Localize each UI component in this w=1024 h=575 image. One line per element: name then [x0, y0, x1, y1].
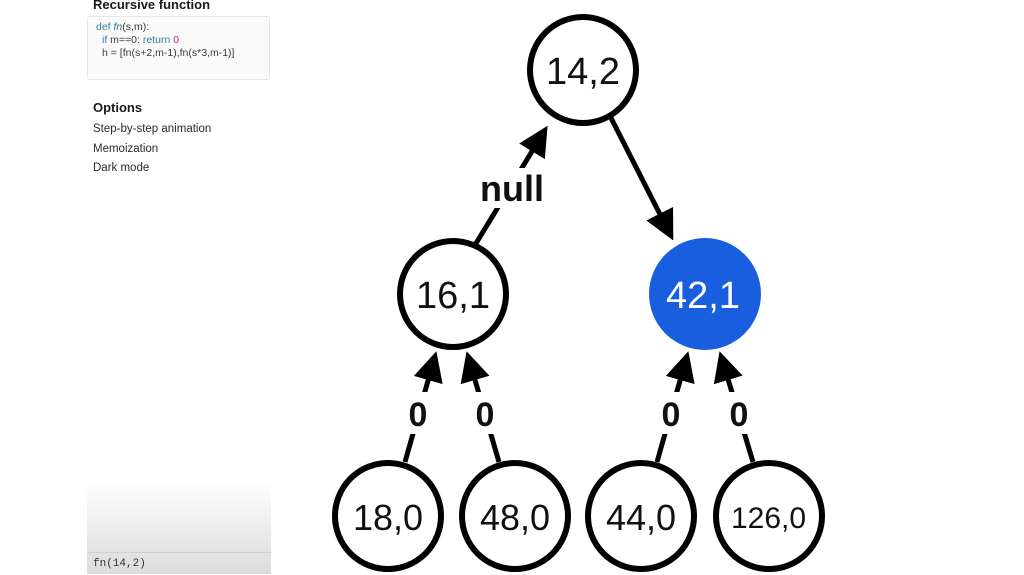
code-line-3: h = [fn(s+2,m-1),fn(s*3,m-1)]: [102, 47, 235, 59]
node-leaf-2[interactable]: [459, 460, 571, 572]
edge-label-leaf4: 0: [730, 396, 749, 434]
edge-label-null: null: [480, 168, 544, 209]
edge-label-leaf1: 0: [409, 396, 428, 434]
node-leaf-1[interactable]: [332, 460, 444, 572]
edge-label-leaf2: 0: [476, 396, 495, 434]
node-right-highlighted[interactable]: [649, 238, 761, 350]
node-root-label: 14,2: [546, 51, 620, 93]
sidebar-fade: [87, 480, 271, 574]
edge-root-to-right: [604, 108, 674, 241]
edge-label-bg: [472, 392, 498, 434]
node-leaf-1-label: 18,0: [353, 497, 423, 538]
edge-label-bg: [726, 392, 752, 434]
option-step-animation[interactable]: Step-by-step animation: [93, 123, 212, 135]
tree-canvas: null 0 0 0 0 14,2 16,1 42,1 18,0 48,0 44…: [332, 0, 825, 572]
options-title: Options: [93, 100, 143, 115]
node-leaf-4[interactable]: [713, 460, 825, 572]
node-left-label: 16,1: [416, 275, 490, 317]
edge-label-bg: [477, 168, 547, 208]
node-root[interactable]: [527, 14, 639, 126]
node-right-label: 42,1: [666, 275, 740, 317]
code-editor[interactable]: def fn(s,m): if m==0: return 0 h = [fn(s…: [87, 16, 270, 80]
edge-label-bg: [658, 392, 684, 434]
option-dark-mode[interactable]: Dark mode: [93, 162, 150, 174]
node-leaf-3-label: 44,0: [606, 497, 676, 538]
node-leaf-2-label: 48,0: [480, 497, 550, 538]
code-line-1: def fn(s,m):: [96, 21, 150, 33]
sidebar: Recursive function def fn(s,m): if m==0:…: [87, 0, 271, 574]
node-leaf-4-label: 126,0: [731, 502, 806, 535]
option-memoization[interactable]: Memoization: [93, 143, 159, 155]
call-input[interactable]: fn(14,2): [87, 552, 271, 574]
code-line-2: if m==0: return 0: [102, 34, 180, 46]
edge-label-leaf3: 0: [662, 396, 681, 434]
code-section-title: Recursive function: [93, 0, 211, 12]
node-left[interactable]: [397, 238, 509, 350]
edge-label-bg: [405, 392, 431, 434]
recursion-tree: null 0 0 0 0 14,2 16,1 42,1 18,0 48,0 44…: [332, 14, 825, 572]
node-leaf-3[interactable]: [585, 460, 697, 572]
